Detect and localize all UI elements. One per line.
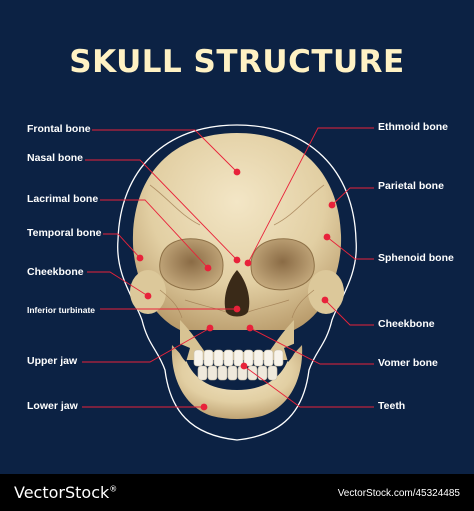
marker-nasal bbox=[233, 256, 241, 264]
lower-tooth bbox=[227, 365, 238, 381]
label-teeth: Teeth bbox=[378, 400, 406, 412]
leader-line-nasal bbox=[85, 159, 238, 261]
upper-tooth bbox=[273, 349, 284, 367]
leader-line-temporal bbox=[103, 233, 141, 259]
leader-line-teeth bbox=[243, 365, 374, 408]
brand-logo[interactable]: VectorStock® bbox=[14, 483, 117, 502]
label-lower-jaw: Lower jaw bbox=[27, 400, 78, 412]
upper-tooth bbox=[193, 349, 204, 367]
marker-upper-jaw bbox=[206, 324, 214, 332]
footer-bar: VectorStock® VectorStock.com/45324485 bbox=[0, 474, 474, 511]
marker-turbinate bbox=[233, 305, 241, 313]
marker-ethmoid bbox=[244, 259, 252, 267]
teeth-group bbox=[193, 349, 284, 381]
leader-line-frontal bbox=[92, 129, 238, 173]
label-sphenoid-bone: Sphenoid bone bbox=[378, 252, 454, 264]
label-nasal-bone: Nasal bone bbox=[27, 152, 84, 164]
lower-tooth bbox=[217, 365, 228, 381]
label-lacrimal-bone: Lacrimal bone bbox=[27, 193, 99, 205]
upper-tooth bbox=[223, 349, 234, 367]
marker-lower-jaw bbox=[200, 403, 208, 411]
leader-line-lacrimal bbox=[100, 199, 209, 269]
label-vomer-bone: Vomer bone bbox=[378, 357, 438, 369]
label-upper-jaw: Upper jaw bbox=[27, 355, 78, 367]
marker-vomer bbox=[246, 324, 254, 332]
marker-cheek-left bbox=[144, 292, 152, 300]
leader-line-vomer bbox=[249, 327, 374, 365]
leader-line-ethmoid bbox=[247, 127, 374, 264]
marker-parietal bbox=[328, 201, 336, 209]
jaw-gap-left bbox=[176, 342, 190, 362]
lower-tooth bbox=[247, 365, 258, 381]
lower-tooth bbox=[267, 365, 278, 381]
label-frontal-bone: Frontal bone bbox=[27, 123, 91, 135]
upper-tooth bbox=[243, 349, 254, 367]
leader-line-sphenoid bbox=[326, 236, 374, 260]
label-ethmoid-bone: Ethmoid bone bbox=[378, 121, 448, 133]
brand-name: VectorStock bbox=[14, 483, 110, 502]
skull-outline bbox=[117, 124, 357, 441]
nasal-cavity bbox=[224, 270, 250, 317]
marker-frontal bbox=[233, 168, 241, 176]
marker-teeth bbox=[240, 362, 248, 370]
upper-tooth bbox=[263, 349, 274, 367]
lower-tooth bbox=[257, 365, 268, 381]
label-parietal-bone: Parietal bone bbox=[378, 180, 444, 192]
leader-line-parietal bbox=[331, 187, 374, 206]
registered-mark: ® bbox=[109, 484, 118, 494]
skull-illustration bbox=[82, 124, 374, 441]
label-cheekbone-left: Cheekbone bbox=[27, 266, 84, 278]
lower-tooth bbox=[197, 365, 208, 381]
mandible bbox=[171, 345, 303, 419]
facial-sutures bbox=[159, 289, 315, 319]
upper-tooth bbox=[213, 349, 224, 367]
leader-lines bbox=[82, 127, 374, 408]
upper-tooth bbox=[253, 349, 264, 367]
leader-line-upper-jaw bbox=[82, 327, 211, 363]
label-inferior-turbinate: Inferior turbinate bbox=[27, 305, 96, 315]
left-cheek-shape bbox=[130, 270, 166, 314]
label-markers bbox=[136, 168, 336, 411]
lower-tooth bbox=[207, 365, 218, 381]
coronal-suture bbox=[149, 184, 325, 226]
label-temporal-bone: Temporal bone bbox=[27, 227, 102, 239]
upper-tooth bbox=[203, 349, 214, 367]
marker-sphenoid bbox=[323, 233, 331, 241]
upper-tooth bbox=[233, 349, 244, 367]
right-cheek-shape bbox=[308, 270, 344, 314]
leader-line-cheek-right bbox=[324, 299, 374, 326]
marker-lacrimal bbox=[204, 264, 212, 272]
marker-cheek-right bbox=[321, 296, 329, 304]
stock-id: VectorStock.com/45324485 bbox=[337, 488, 460, 499]
right-orbit bbox=[250, 238, 315, 291]
page-title: SKULL STRUCTURE bbox=[69, 44, 405, 80]
label-cheekbone-right: Cheekbone bbox=[378, 318, 435, 330]
left-orbit bbox=[159, 238, 224, 291]
marker-temporal bbox=[136, 254, 144, 262]
leader-line-cheek-left bbox=[87, 271, 149, 297]
